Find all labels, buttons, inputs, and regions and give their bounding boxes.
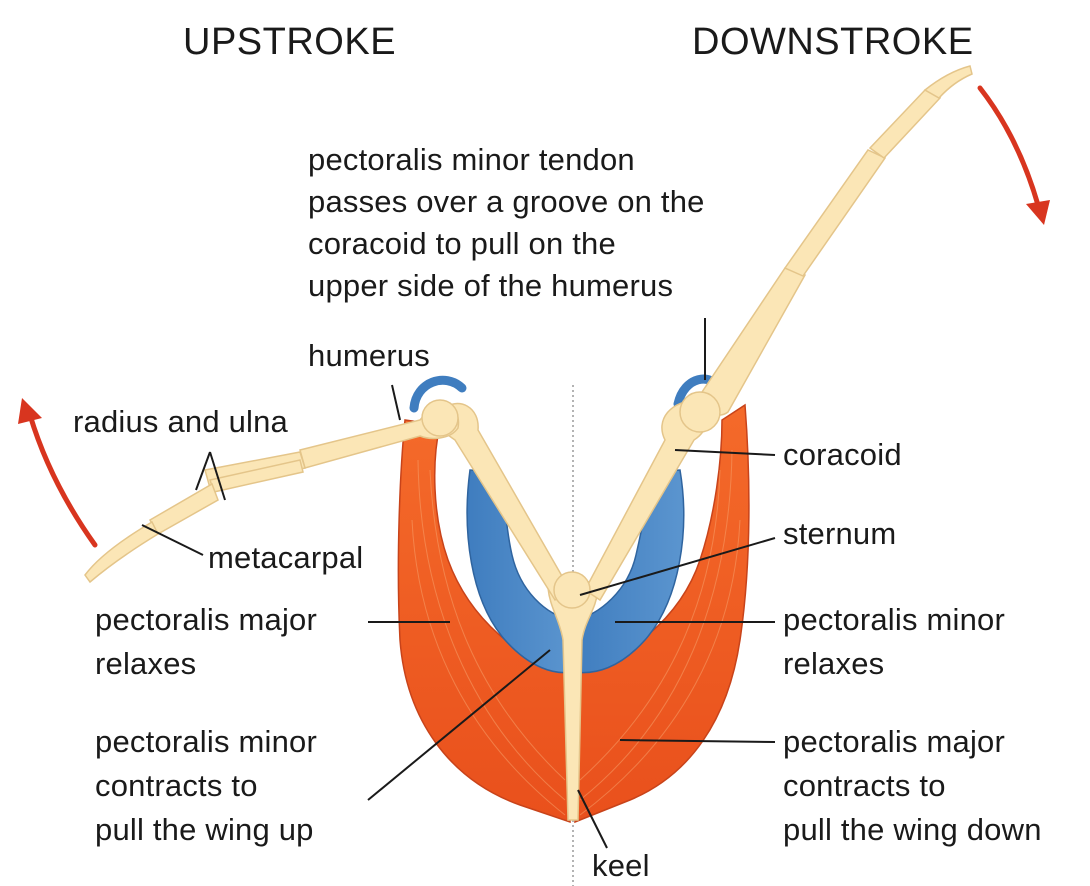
keel-label: keel (592, 846, 650, 886)
label-line: pectoralis minor (95, 722, 317, 762)
label-line: pectoralis major (783, 722, 1042, 762)
sternum-label: sternum (783, 514, 896, 554)
label-line: pull the wing up (95, 810, 317, 850)
metacarpal-label: metacarpal (208, 538, 363, 578)
pect-major-contracts-label: pectoralis major contracts to pull the w… (783, 722, 1042, 850)
downstroke-title: DOWNSTROKE (692, 20, 974, 64)
label-line: pull the wing down (783, 810, 1042, 850)
arrow-downstroke (980, 88, 1038, 205)
tendon-note-line: passes over a groove on the (308, 182, 705, 222)
tendon-note-line: upper side of the humerus (308, 266, 705, 306)
label-line: contracts to (783, 766, 1042, 806)
arrow-upstroke-head (18, 398, 42, 424)
label-line: pectoralis major (95, 600, 317, 640)
tendon-note-line: pectoralis minor tendon (308, 140, 705, 180)
pect-major-relaxes-label: pectoralis major relaxes (95, 600, 317, 684)
arrow-downstroke-head (1026, 200, 1050, 225)
leader-humerus (392, 385, 400, 420)
tendon-note: pectoralis minor tendon passes over a gr… (308, 140, 705, 306)
upstroke-title: UPSTROKE (183, 20, 396, 64)
label-line: pectoralis minor (783, 600, 1005, 640)
right-wing (700, 66, 972, 415)
humerus-label: humerus (308, 336, 430, 376)
radius-ulna-label: radius and ulna (73, 402, 288, 442)
leader-metacarpal (142, 525, 203, 555)
tendon-note-line: coracoid to pull on the (308, 224, 705, 264)
label-line: relaxes (783, 644, 1005, 684)
label-line: contracts to (95, 766, 317, 806)
pect-minor-relaxes-label: pectoralis minor relaxes (783, 600, 1005, 684)
coracoid-label: coracoid (783, 435, 902, 475)
label-line: relaxes (95, 644, 317, 684)
pect-minor-contracts-label: pectoralis minor contracts to pull the w… (95, 722, 317, 850)
